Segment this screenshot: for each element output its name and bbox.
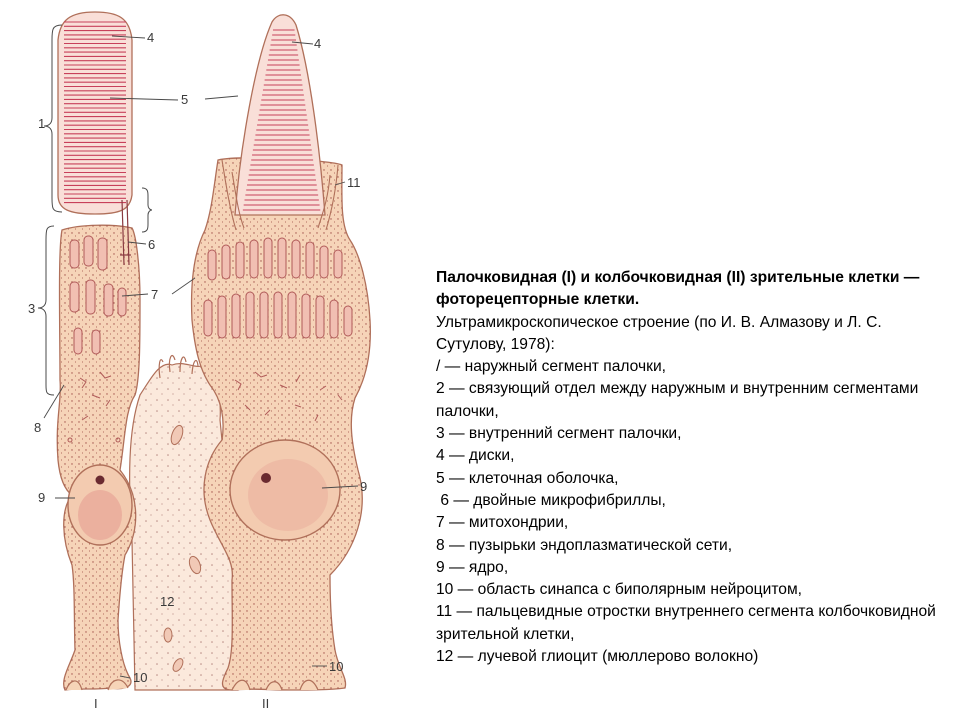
cone-nucleus (229, 439, 341, 541)
label-4-rod: 4 (147, 30, 154, 45)
braces (37, 24, 153, 396)
label-7: 7 (151, 287, 158, 302)
legend-item-8: 8 — пузырьки эндоплазматической сети, (436, 536, 733, 554)
cone-nucleus-chromatin (248, 459, 328, 531)
legend-item-11: 11 — пальцевидные отростки внутреннего с… (436, 603, 936, 643)
cone-mitochondria (203, 237, 353, 339)
legend-item-5: 5 — клеточная оболочка, (436, 469, 619, 487)
leader-lines (43, 35, 359, 679)
rod-outer-segment (57, 11, 133, 215)
legend-item-9: 9 — ядро, (436, 558, 509, 576)
label-3: 3 (28, 301, 35, 316)
label-9-rod: 9 (38, 490, 45, 505)
rod-er-vesicles (67, 371, 121, 443)
rod-discs (64, 21, 126, 204)
legend-item-2: 2 — связующий отдел между наружным и вну… (436, 380, 919, 420)
label-12: 12 (160, 594, 174, 609)
rod-nucleus-chromatin (78, 490, 122, 540)
label-cell-I: I (94, 696, 98, 711)
figure-caption: Палочковидная (I) и колбочковидная (II) … (436, 267, 941, 668)
label-6: 6 (148, 237, 155, 252)
caption-subtitle: Ультрамикроскопическое строение (по И. В… (436, 313, 882, 353)
glial-microvilli (158, 355, 199, 379)
label-4-cone: 4 (314, 36, 321, 51)
label-10-cone: 10 (329, 659, 343, 674)
legend-item-3: 3 — внутренний сегмент палочки, (436, 425, 682, 443)
cone-discs (242, 29, 321, 211)
legend-item-10: 10 — область синапса с биполярным нейроц… (436, 581, 803, 599)
cone-cell-dots (191, 157, 371, 690)
label-5: 5 (181, 92, 188, 107)
label-9-cone: 9 (360, 479, 367, 494)
cone-nucleolus (261, 473, 271, 483)
rod-synapse (65, 679, 129, 691)
legend-item-6: 6 — двойные микрофибриллы, (436, 491, 666, 509)
rod-connecting-cilium (120, 199, 131, 266)
legend-item-12: 12 — лучевой глиоцит (мюллерово волокно) (436, 648, 759, 666)
legend-item-1: / — наружный сегмент палочки, (436, 358, 666, 376)
glial-mitochondria (163, 424, 202, 672)
legend-item-4: 4 — диски, (436, 447, 515, 465)
cone-er-vesicles (234, 371, 343, 422)
label-11: 11 (347, 175, 361, 190)
caption-title: Палочковидная (I) и колбочковидная (II) … (436, 269, 920, 309)
cone-synapse (231, 679, 319, 691)
rod-mitochondria (69, 235, 127, 355)
cone-calyceal-processes (221, 159, 339, 231)
label-10-rod: 10 (133, 670, 147, 685)
rod-nucleolus (95, 475, 105, 485)
label-cell-II: II (262, 696, 269, 711)
glial-cell-dots (129, 363, 238, 690)
label-8: 8 (34, 420, 41, 435)
label-1: 1 (38, 116, 45, 131)
legend-item-7: 7 — митохондрии, (436, 514, 569, 532)
